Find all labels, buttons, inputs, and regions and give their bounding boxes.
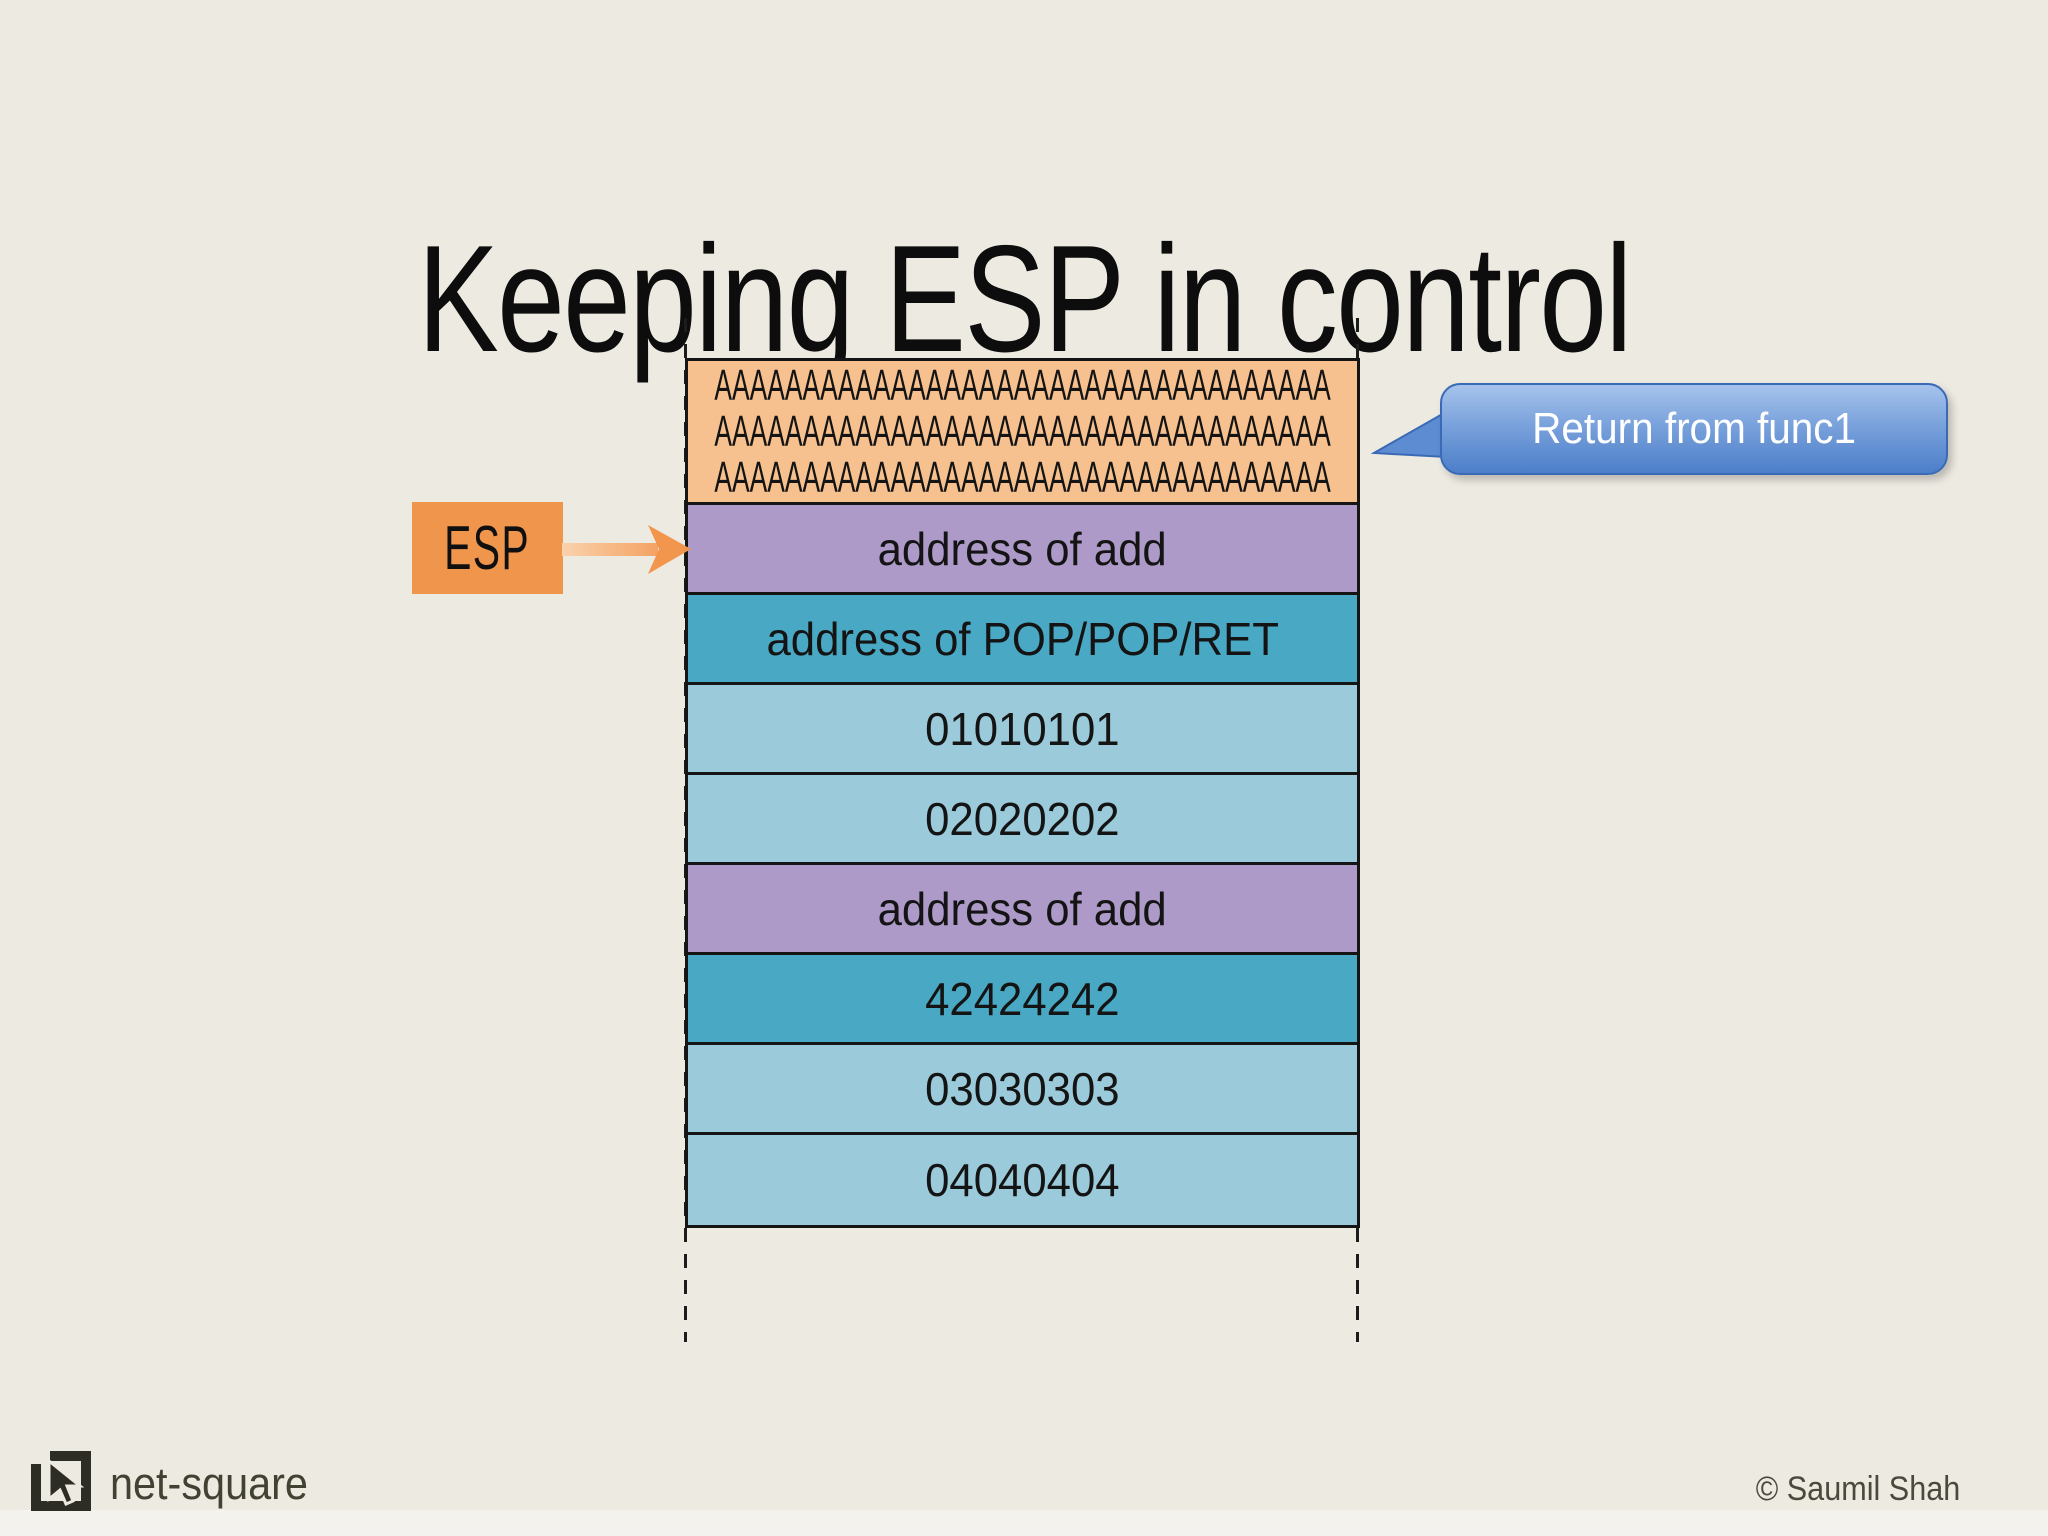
copyright-text: © Saumil Shah xyxy=(1755,1470,1960,1508)
stack-row: address of POP/POP/RET xyxy=(688,595,1357,685)
stack-row: 03030303 xyxy=(688,1045,1357,1135)
esp-register-box: ESP xyxy=(412,502,563,594)
callout-tail-pointer xyxy=(1370,410,1447,459)
esp-register-label: ESP xyxy=(444,513,531,583)
return-from-func1-callout: Return from func1 xyxy=(1440,383,1948,475)
net-square-wordmark: net-square xyxy=(110,1458,308,1509)
stack-row-label: 42424242 xyxy=(925,972,1120,1025)
slide-title: Keeping ESP in control xyxy=(0,213,2048,414)
esp-arrow-icon xyxy=(562,525,691,574)
stack-row-label: address of add xyxy=(877,882,1168,935)
stack-row: 02020202 xyxy=(688,775,1357,865)
stack-row-label: 01010101 xyxy=(925,702,1120,755)
stack-row-label: address of add xyxy=(877,522,1168,575)
stack-row-label: 02020202 xyxy=(925,792,1120,845)
overflow-filler-line: AAAAAAAAAAAAAAAAAAAAAAAAAAAAAAAAAAA xyxy=(714,360,1331,410)
stack-row: address of add xyxy=(688,865,1357,955)
overflow-filler-line: AAAAAAAAAAAAAAAAAAAAAAAAAAAAAAAAAAA xyxy=(714,406,1331,456)
stack-row: 01010101 xyxy=(688,685,1357,775)
callout-text: Return from func1 xyxy=(1532,404,1856,453)
stack-row: address of add xyxy=(688,505,1357,595)
stack-row-label: 04040404 xyxy=(925,1154,1120,1206)
slide-title-text: Keeping ESP in control xyxy=(417,213,1632,384)
overflow-filler-line: AAAAAAAAAAAAAAAAAAAAAAAAAAAAAAAAAAA xyxy=(714,452,1331,502)
bottom-edge-highlight xyxy=(0,1510,2048,1536)
stack-row-label: address of POP/POP/RET xyxy=(766,612,1279,665)
net-square-logo-icon xyxy=(28,1448,91,1511)
stack-row-label: 03030303 xyxy=(925,1062,1120,1115)
stack-row: 04040404 xyxy=(688,1135,1357,1225)
stack-row: 42424242 xyxy=(688,955,1357,1045)
